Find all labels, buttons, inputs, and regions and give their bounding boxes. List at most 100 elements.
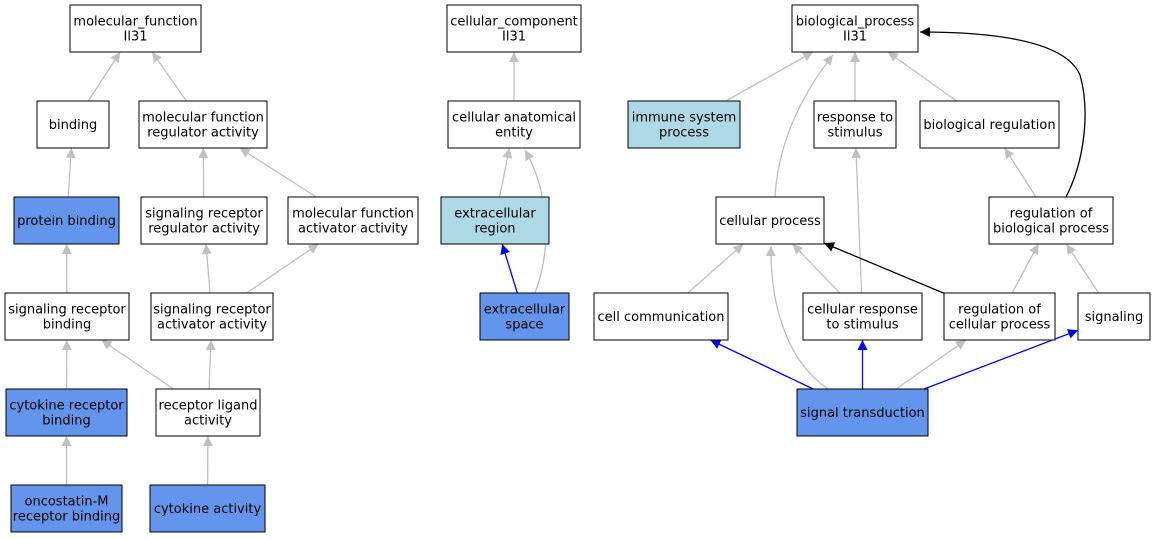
edge-line <box>205 339 216 390</box>
go-term-node-ca[interactable]: cytokine activity <box>149 484 266 533</box>
edge-st-to-cp <box>765 245 829 390</box>
node-label: binding <box>49 118 97 133</box>
node-label: molecular function <box>142 111 264 126</box>
edge-line <box>725 51 814 102</box>
go-term-node-ccom[interactable]: cell communication <box>593 292 729 341</box>
node-box <box>149 484 266 533</box>
go-term-node-st[interactable]: signal transduction <box>796 388 929 437</box>
node-label: Il31 <box>843 30 867 45</box>
edge-line <box>239 147 317 198</box>
node-label: stimulus <box>827 126 882 141</box>
node-box <box>138 100 268 149</box>
node-label: process <box>659 126 709 141</box>
edge-mfaa-to-mfra <box>239 147 317 198</box>
edge-st-to-rcp <box>895 339 967 390</box>
node-box <box>10 484 123 533</box>
edge-rla-to-sraa <box>205 339 216 390</box>
node-label: receptor binding <box>13 510 120 525</box>
node-box <box>813 100 897 149</box>
node-label: cytokine receptor <box>9 399 124 414</box>
node-label: signaling receptor <box>153 303 271 318</box>
node-label: space <box>505 318 543 333</box>
edge-rbp-to-br <box>1004 147 1037 198</box>
node-box <box>155 388 261 437</box>
edge-rcp-to-cp <box>823 242 945 294</box>
edge-line <box>500 243 518 294</box>
node-label: activator activity <box>157 318 267 333</box>
edge-crs-to-rts <box>851 147 863 294</box>
node-label: cell communication <box>597 310 724 325</box>
node-label: cellular process <box>719 214 821 229</box>
node-label: cellular_component <box>450 15 578 30</box>
edge-st-to-ccom <box>710 339 814 390</box>
edge-line <box>710 339 814 390</box>
node-label: region <box>474 222 515 237</box>
node-box <box>36 100 110 149</box>
edge-line <box>151 51 188 102</box>
node-box <box>1077 292 1151 341</box>
go-term-node-binding[interactable]: binding <box>36 100 110 149</box>
node-label: cellular anatomical <box>452 111 576 126</box>
node-label: cellular response <box>807 303 918 318</box>
edge-br-to-bp <box>887 51 957 102</box>
node-box <box>440 196 550 245</box>
edge-rcp-to-rbp <box>1011 243 1039 294</box>
node-label: protein binding <box>17 214 116 229</box>
edge-isp-to-bp <box>725 51 814 102</box>
edge-line <box>1065 243 1100 294</box>
node-box <box>150 292 274 341</box>
edge-line <box>201 243 212 294</box>
node-label: regulator activity <box>148 222 260 237</box>
node-box <box>287 196 419 245</box>
edge-line <box>774 54 834 198</box>
edge-cp-to-bp <box>774 54 834 198</box>
node-label: Il31 <box>124 30 148 45</box>
edge-pb-to-binding <box>65 147 76 198</box>
node-box <box>13 196 120 245</box>
node-label: signaling receptor <box>145 207 263 222</box>
node-label: cytokine activity <box>154 502 262 517</box>
node-box <box>479 292 570 341</box>
node-label: molecular function <box>292 207 414 222</box>
edge-line <box>823 242 945 294</box>
go-term-node-br[interactable]: biological regulation <box>919 100 1060 149</box>
go-term-node-cp[interactable]: cellular process <box>715 196 825 245</box>
edge-srra-to-mfra <box>198 147 209 198</box>
edge-line <box>246 243 319 294</box>
node-label: receptor ligand <box>159 399 258 414</box>
go-term-node-sig[interactable]: signaling <box>1077 292 1151 341</box>
edge-line <box>87 51 121 102</box>
go-term-node-pb[interactable]: protein binding <box>13 196 120 245</box>
node-box <box>5 388 128 437</box>
node-box <box>140 196 268 245</box>
edge-line <box>792 243 841 294</box>
node-box <box>69 4 202 53</box>
edge-line <box>1004 147 1037 198</box>
node-label: regulation of <box>958 303 1041 318</box>
node-label: to stimulus <box>826 318 898 333</box>
node-box <box>627 100 741 149</box>
edge-sraa-to-srra <box>201 243 212 294</box>
node-box <box>988 196 1114 245</box>
